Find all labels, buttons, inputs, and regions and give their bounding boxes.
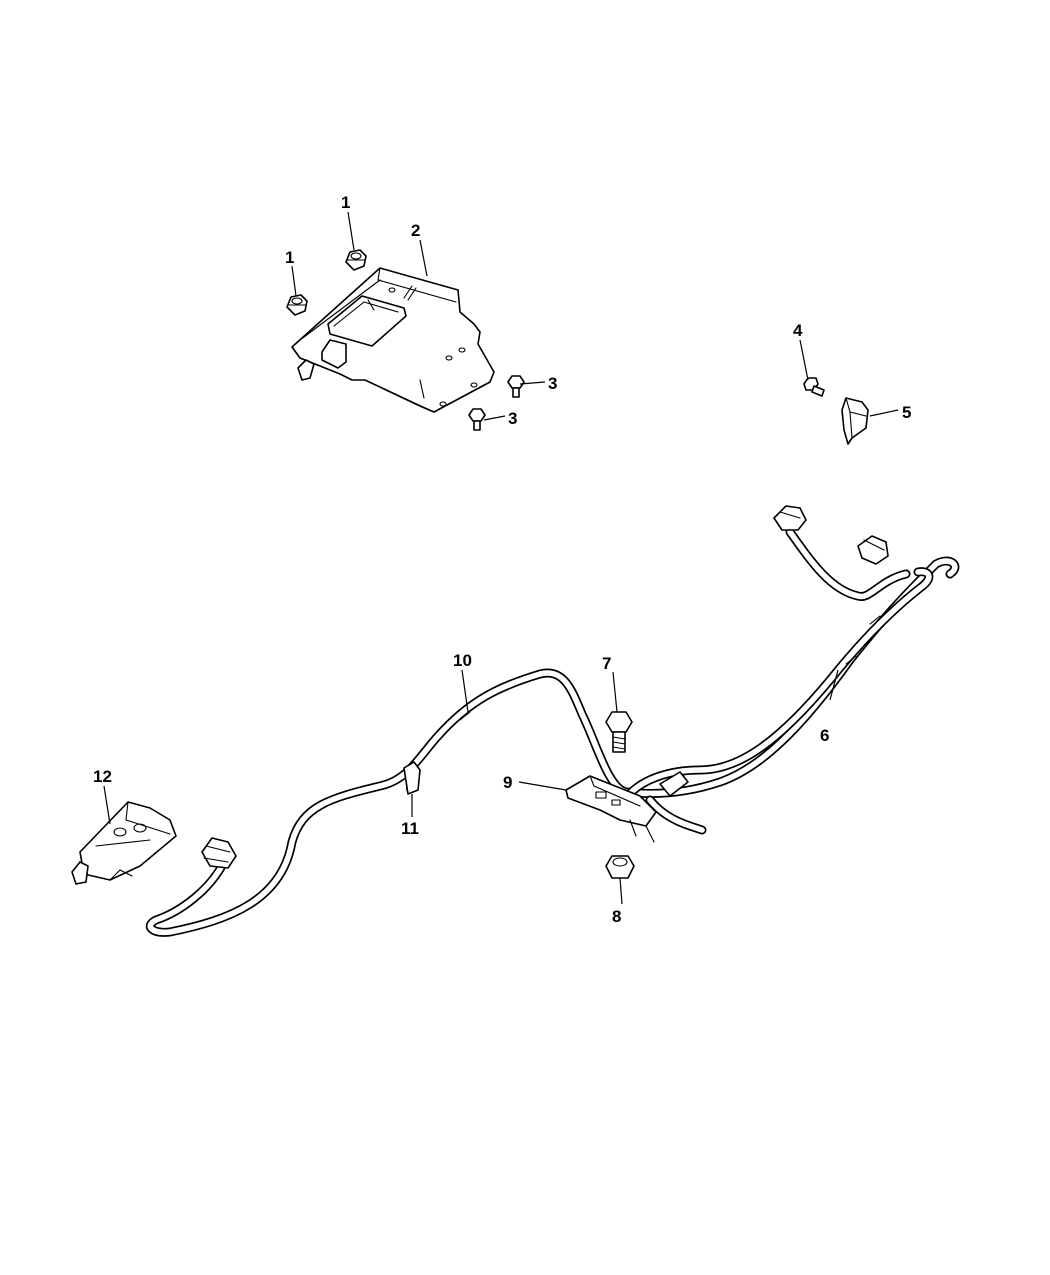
nut-part [286,294,308,316]
harness-bracket-part [71,801,177,885]
callout-2: 2 [411,221,420,240]
bolt-part [605,711,633,753]
callout-12: 12 [93,767,112,786]
callout-11: 11 [401,819,419,838]
leader-lines [103,211,899,905]
callout-3: 3 [548,374,557,393]
callout-6: 6 [820,726,829,745]
clip-part [841,397,869,445]
callout-5: 5 [902,403,911,422]
callout-3: 3 [508,409,517,428]
small-bolt-part [803,377,825,397]
callout-1: 1 [341,193,350,212]
mounting-bracket-part [291,267,495,413]
callout-4: 4 [793,321,803,340]
hose-line-part [145,505,960,937]
support-bracket-part [565,771,689,843]
callout-1: 1 [285,248,294,267]
callout-7: 7 [602,654,611,673]
bolt-part [468,408,486,431]
callout-labels: 1 1 2 3 3 4 5 6 7 8 9 10 11 12 [93,193,911,926]
nut-part [605,855,635,879]
callout-9: 9 [503,773,512,792]
bolt-part [507,375,525,398]
nut-part [345,249,367,271]
callout-10: 10 [453,651,472,670]
hose-clip-part [403,761,421,795]
callout-8: 8 [612,907,621,926]
